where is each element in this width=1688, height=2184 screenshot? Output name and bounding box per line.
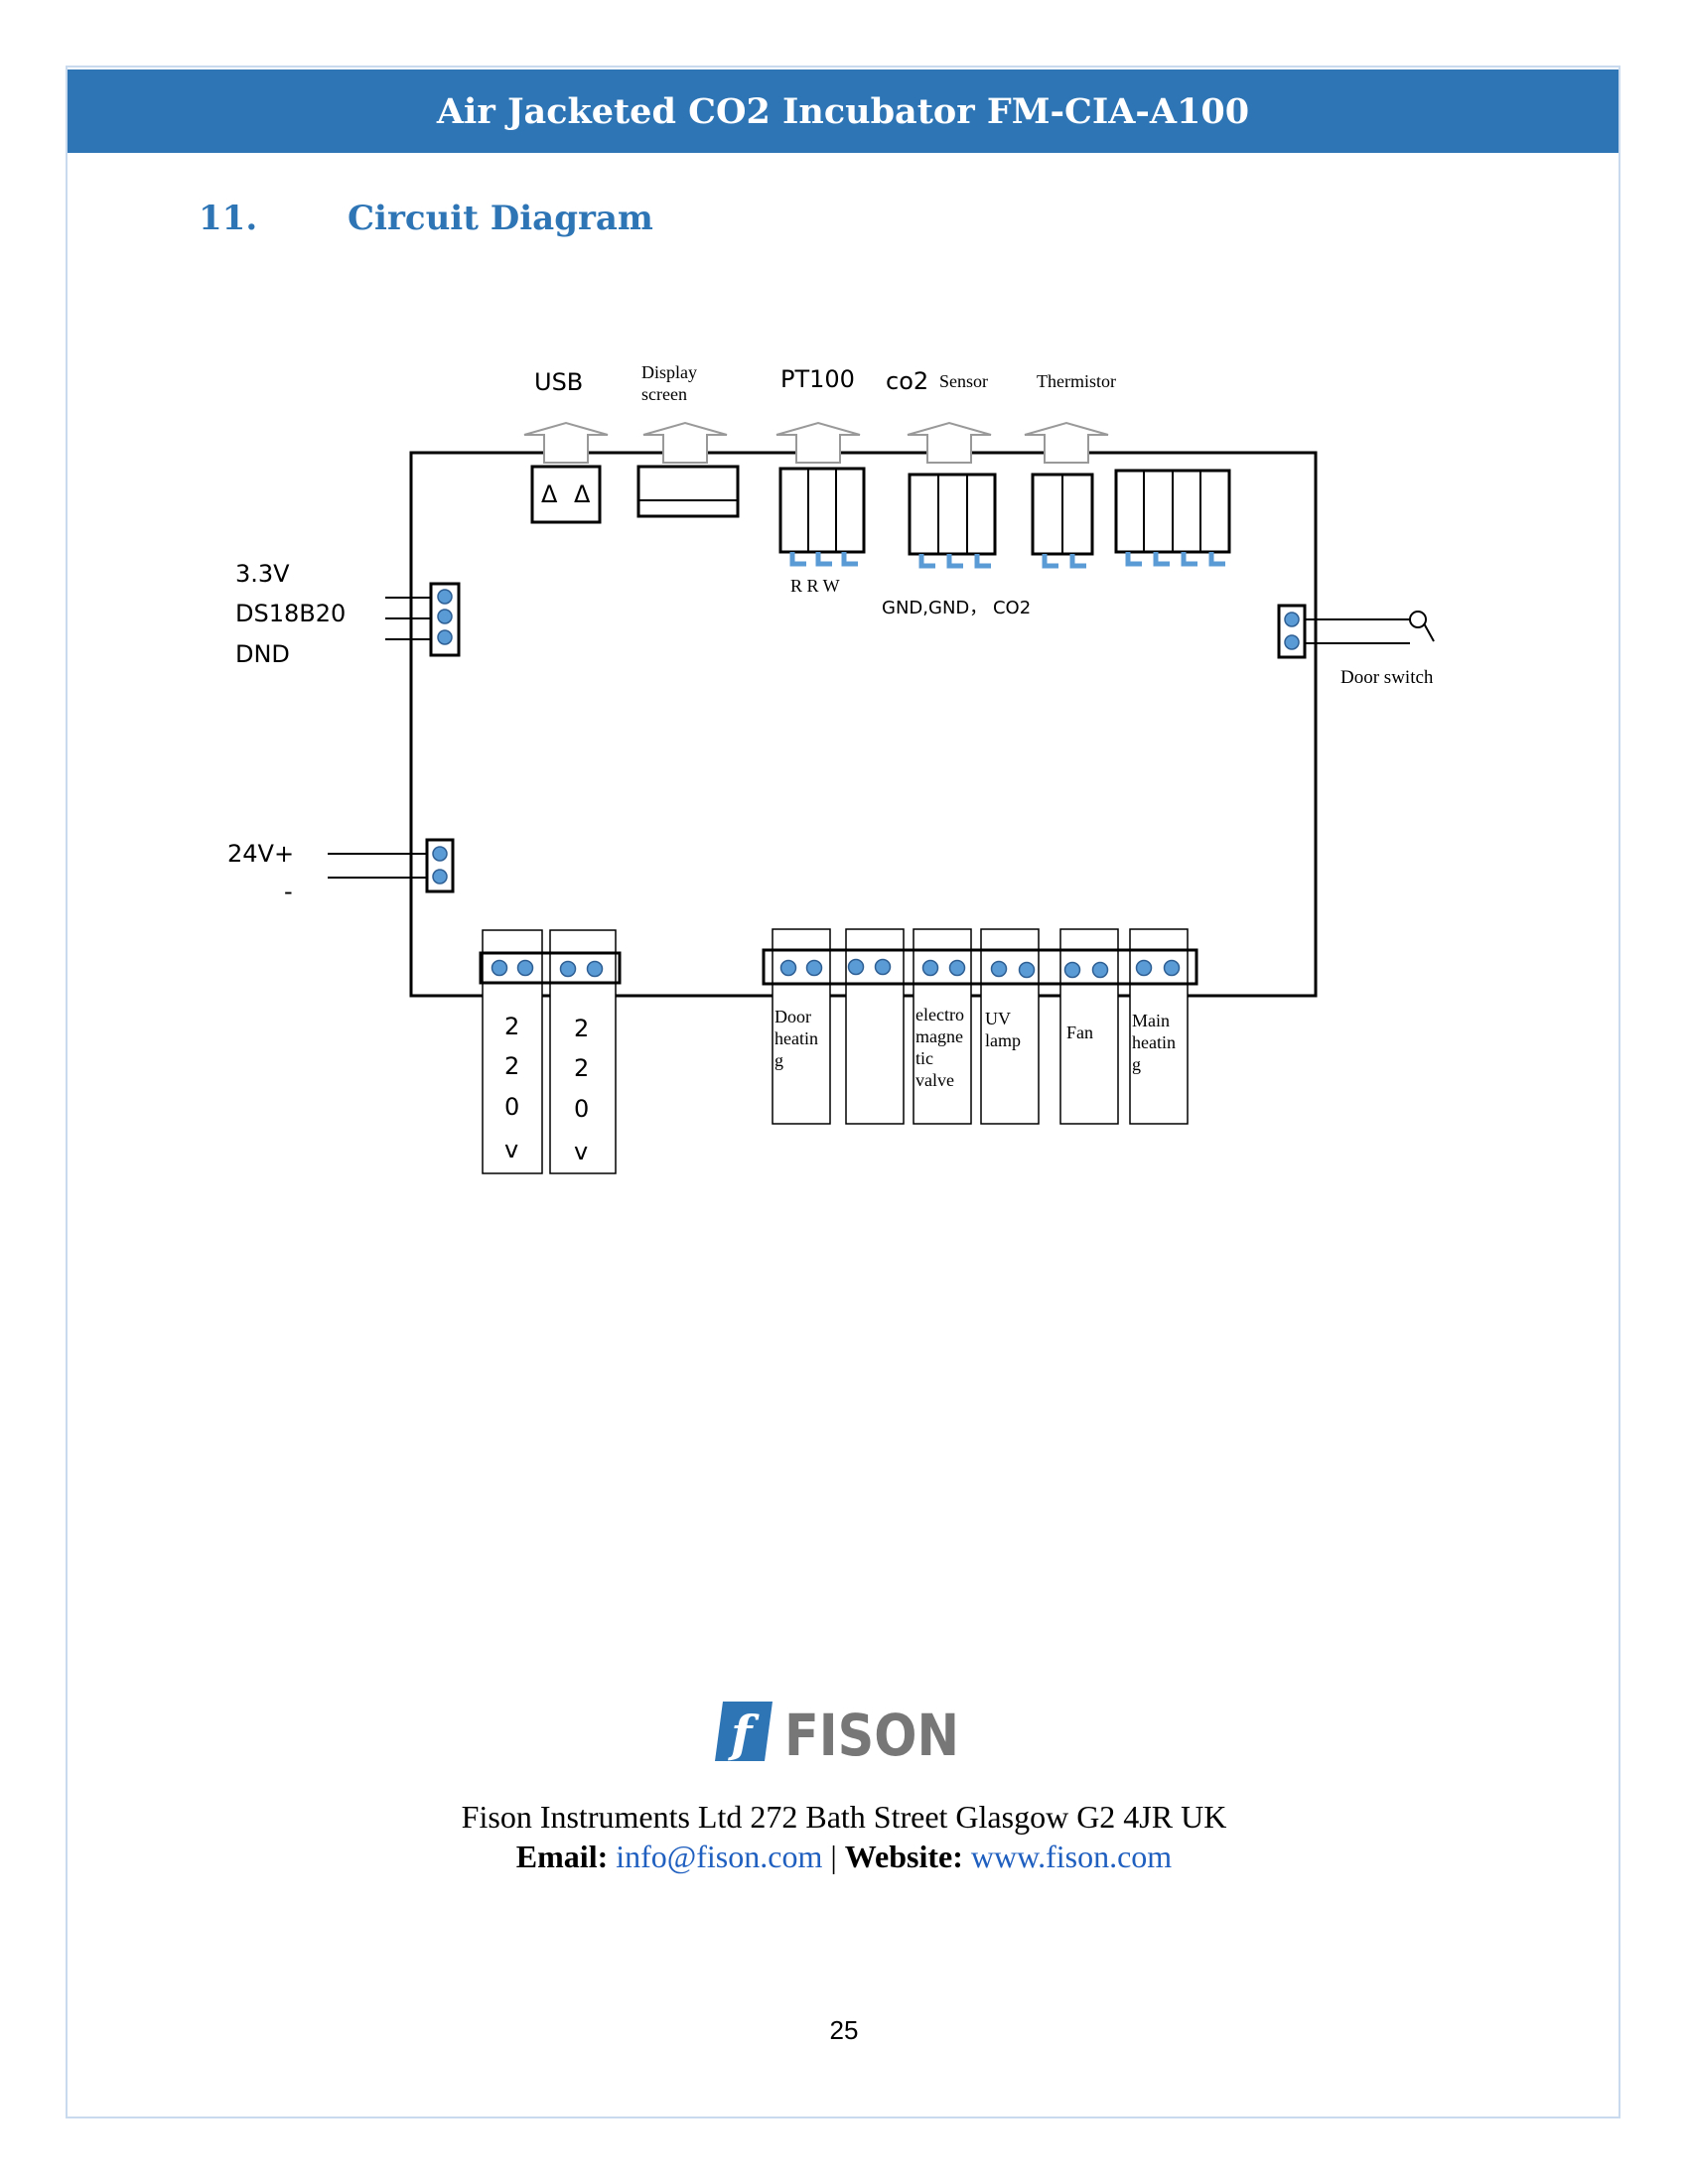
label-minus: -: [284, 878, 293, 905]
power-220v-char: 0: [574, 1095, 589, 1123]
label-uv-lamp: lamp: [985, 1030, 1021, 1050]
co2-label: co2: [886, 367, 928, 395]
email-label: Email:: [515, 1839, 609, 1874]
label-uv-lamp: UV: [985, 1009, 1011, 1028]
circuit-diagram: USB Display screen PT100 co2 Sensor Ther…: [227, 362, 1435, 1174]
section-title: Circuit Diagram: [348, 199, 653, 238]
sensor-label: Sensor: [939, 371, 988, 391]
page-border: [66, 66, 1620, 2118]
power-220v-char: v: [504, 1136, 518, 1163]
usb-arrow: [523, 422, 609, 464]
power-220v-char: 2: [574, 1054, 589, 1082]
label-3v3: 3.3V: [235, 560, 290, 588]
display-label-2: screen: [641, 384, 687, 404]
label-electromagnetic-valve: tic: [915, 1048, 933, 1068]
usb-connector: [530, 465, 602, 524]
logo-text: FISON: [784, 1702, 959, 1767]
power-220v-char: 2: [504, 1013, 519, 1040]
power-220v-char: v: [574, 1138, 588, 1165]
co2-pins: GND,GND， CO2: [882, 598, 1031, 618]
header-bar: Air Jacketed CO2 Incubator FM-CIA-A100: [68, 69, 1618, 153]
thermistor-label: Thermistor: [1037, 371, 1116, 391]
terminal-fan: [1059, 928, 1119, 1125]
power-220v-char: 2: [574, 1015, 589, 1042]
footer-address: Fison Instruments Ltd 272 Bath Street Gl…: [461, 1799, 1227, 1835]
email-link[interactable]: info@fison.com: [616, 1839, 823, 1874]
label-fan: Fan: [1066, 1023, 1093, 1042]
co2-connector: [908, 473, 997, 556]
label-door-heating: g: [774, 1050, 783, 1070]
label-main-heating: g: [1132, 1054, 1141, 1074]
label-24v: 24V+: [227, 840, 294, 868]
display-arrow: [642, 422, 728, 464]
label-door-heating: Door: [774, 1007, 811, 1026]
label-main-heating: heatin: [1132, 1032, 1176, 1052]
door-switch-label: Door switch: [1340, 667, 1434, 688]
label-ds18b20: DS18B20: [235, 600, 346, 627]
label-door-heating: heatin: [774, 1028, 818, 1048]
power-220v-char: 2: [504, 1052, 519, 1080]
terminal-door-heating: [772, 928, 831, 1125]
website-label: Website:: [844, 1839, 963, 1874]
co2-arrow: [907, 422, 992, 464]
label-dnd: DND: [235, 640, 290, 668]
label-electromagnetic-valve: electro: [915, 1005, 964, 1024]
terminal-uv-lamp: [980, 928, 1040, 1125]
pt100-label: PT100: [780, 365, 855, 393]
pt100-connector: [778, 467, 866, 554]
display-label-1: Display: [641, 362, 697, 382]
usb-connector-symbol: Δ: [541, 480, 558, 508]
usb-label: USB: [534, 368, 583, 396]
thermistor-arrow: [1024, 422, 1109, 464]
power-220v-char: 0: [504, 1093, 519, 1121]
page-number: 25: [829, 2015, 859, 2045]
label-electromagnetic-valve: valve: [915, 1070, 954, 1090]
usb-connector-symbol: Δ: [574, 480, 591, 508]
label-electromagnetic-valve: magne: [915, 1026, 963, 1046]
section-number: 11.: [199, 199, 258, 238]
label-main-heating: Main: [1132, 1011, 1170, 1030]
footer-separator: |: [822, 1839, 845, 1874]
display-connector: [636, 465, 740, 518]
pt100-pins: R R W: [790, 576, 840, 596]
footer-contact: Email: info@fison.com | Website: www.fis…: [0, 1839, 1688, 1875]
fison-logo: f FISON: [715, 1702, 959, 1767]
pt100-arrow: [775, 422, 861, 464]
terminal-unlabeled: [845, 928, 905, 1125]
website-link[interactable]: www.fison.com: [970, 1839, 1173, 1874]
document-title: Air Jacketed CO2 Incubator FM-CIA-A100: [436, 90, 1250, 132]
